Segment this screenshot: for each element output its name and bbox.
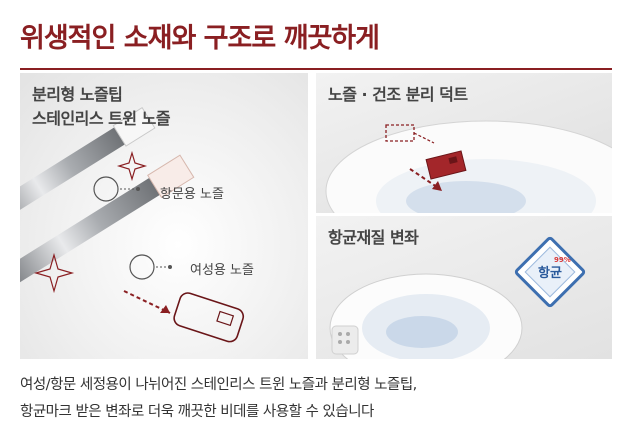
detachable-tip-outline (173, 292, 245, 343)
anal-nozzle-label: 항문용 노즐 (160, 187, 224, 202)
female-nozzle-label: 여성용 노즐 (190, 263, 254, 278)
control-panel (331, 325, 359, 355)
twin-nozzle-title-line2: 스테인리스 트윈 노즐 (32, 109, 171, 128)
feature-description: 여성/항문 세정용이 나뉘어진 스테인리스 트윈 노즐과 분리형 노즐팁, 항균… (20, 372, 612, 426)
antibacterial-seat-panel-title: 항균재질 변좌 (328, 228, 419, 247)
twin-nozzle-panel-title: 분리형 노즐팁 스테인리스 트윈 노즐 (32, 83, 171, 131)
page-title: 위생적인 소재와 구조로 깨끗하게 (20, 23, 380, 54)
female-nozzle-rod (20, 154, 195, 283)
anal-nozzle-tip-marker (93, 176, 119, 202)
sparkle-icon (116, 150, 148, 182)
female-nozzle-tip-marker (129, 254, 155, 280)
title-divider (20, 68, 612, 70)
twin-nozzle-title-line1: 분리형 노즐팁 (32, 85, 123, 104)
antibacterial-mark-badge: 99% 항균 (513, 235, 587, 309)
dry-duct-panel-title: 노즐 · 건조 분리 덕트 (328, 85, 468, 104)
twin-nozzle-panel: 분리형 노즐팁 스테인리스 트윈 노즐 (20, 73, 308, 359)
antibacterial-seat-panel: 항균재질 변좌 99% 항균 (316, 216, 612, 359)
description-line1: 여성/항문 세정용이 나뉘어진 스테인리스 트윈 노즐과 분리형 노즐팁, (20, 377, 417, 393)
sparkle-icon (33, 252, 75, 294)
nozzle-head (425, 150, 467, 180)
description-line2: 항균마크 받은 변좌로 더욱 깨끗한 비데를 사용할 수 있습니다 (20, 404, 374, 420)
twin-nozzle-illustration (20, 106, 245, 343)
anal-nozzle-rod (20, 106, 156, 222)
dry-duct-illustration (325, 120, 612, 213)
dry-duct-panel: 노즐 · 건조 분리 덕트 (316, 73, 612, 213)
toilet-seat-illustration (329, 273, 523, 359)
badge-text: 항균 (538, 266, 562, 281)
badge-percent: 99% (554, 256, 571, 264)
